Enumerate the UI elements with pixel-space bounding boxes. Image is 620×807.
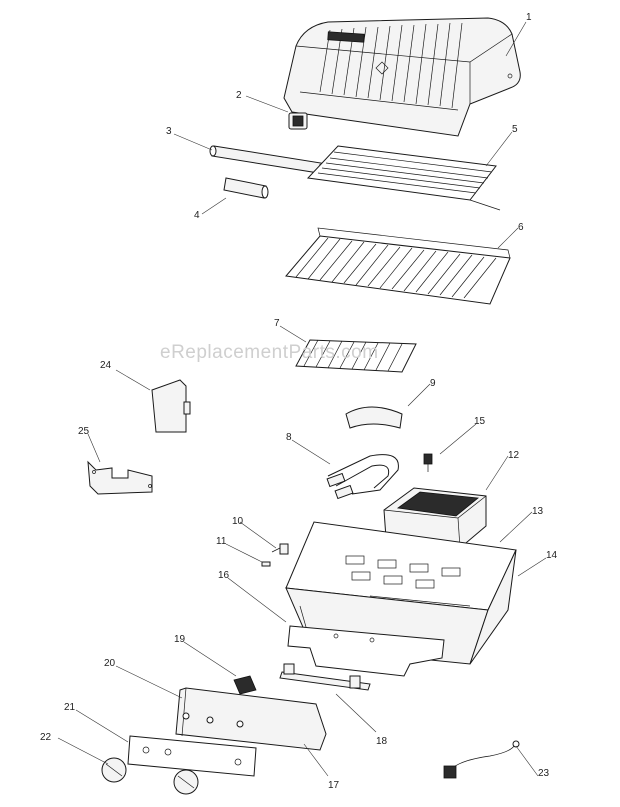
part-panel-bracket	[175, 687, 327, 751]
callout-1: 1	[526, 12, 532, 23]
callout-13: 13	[532, 506, 544, 517]
callout-17: 17	[328, 780, 340, 791]
callout-8: 8	[286, 432, 292, 443]
part-manifold	[279, 663, 371, 691]
callout-16: 16	[218, 570, 230, 581]
callout-3: 3	[166, 126, 172, 137]
part-control-panel	[287, 625, 445, 677]
part-side-panel	[151, 379, 191, 433]
part-lid	[283, 17, 521, 137]
part-thermometer	[288, 112, 308, 130]
callout-25: 25	[78, 426, 90, 437]
part-heat-shield	[345, 406, 403, 429]
part-gas-valve	[233, 675, 257, 695]
callout-4: 4	[194, 210, 200, 221]
callout-24: 24	[100, 360, 112, 371]
part-valve	[261, 543, 289, 567]
callout-18: 18	[376, 736, 388, 747]
part-igniter	[423, 453, 433, 472]
watermark: eReplacementParts.com	[160, 342, 379, 363]
callout-9: 9	[430, 378, 436, 389]
part-burner	[326, 454, 399, 500]
part-label	[127, 735, 257, 777]
callout-12: 12	[508, 450, 520, 461]
callout-5: 5	[512, 124, 518, 135]
part-knobs	[101, 757, 199, 795]
part-emitter	[295, 339, 417, 373]
callout-20: 20	[104, 658, 116, 669]
part-igniter-wire	[443, 740, 520, 779]
callout-19: 19	[174, 634, 186, 645]
callout-15: 15	[474, 416, 486, 427]
callout-11: 11	[216, 536, 227, 547]
callout-7: 7	[274, 318, 280, 329]
part-plate	[87, 460, 153, 495]
leader-lines	[57, 21, 547, 777]
callout-23: 23	[538, 768, 550, 779]
callout-22: 22	[40, 732, 52, 743]
callout-21: 21	[64, 702, 76, 713]
part-cooking-grid	[285, 227, 511, 305]
part-warming-rack	[306, 145, 501, 211]
callout-numbers: 1 2 3 4 5 6 7 8 9 10 11 12 13 14 15 16 1…	[40, 12, 558, 791]
callout-10: 10	[232, 516, 244, 527]
callout-14: 14	[546, 550, 558, 561]
callout-2: 2	[236, 90, 242, 101]
part-short-tube	[223, 177, 269, 199]
callout-6: 6	[518, 222, 524, 233]
